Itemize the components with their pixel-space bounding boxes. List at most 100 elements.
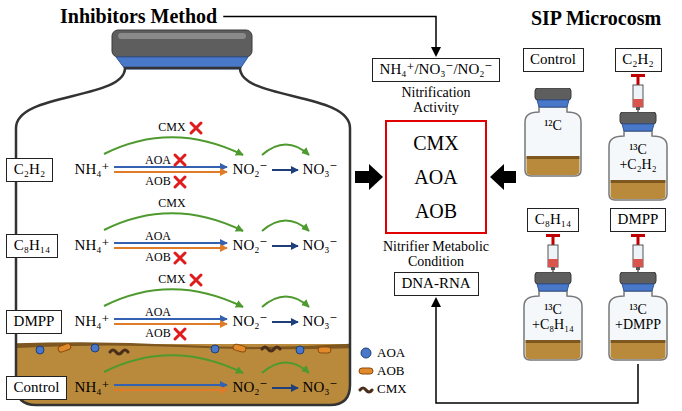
vial-soil-surface — [526, 340, 581, 343]
vial-soil-surface — [527, 156, 580, 159]
aoa-icon — [361, 348, 371, 358]
legend-text: AOA — [377, 346, 405, 361]
label-box: C₂H₂ — [6, 158, 53, 182]
legend-entry: AOB — [358, 364, 404, 379]
connector — [355, 171, 369, 183]
node-text: C₂H₂ — [622, 51, 653, 68]
cmx-icon — [360, 388, 372, 392]
chemical-formula: NO₃⁻ — [303, 161, 338, 178]
vial-seal — [622, 124, 654, 131]
label-holder: CMX — [158, 273, 185, 287]
label-holder: AOA — [145, 154, 171, 168]
vial-seal — [537, 284, 569, 291]
inhibition-cross — [175, 329, 185, 339]
label-holder: NH₄⁺ — [75, 379, 110, 396]
vial-soil — [526, 340, 581, 359]
syringe — [546, 234, 560, 278]
aob-cell — [232, 344, 246, 353]
vial: ¹³C +C₈H₁₄ — [521, 272, 585, 362]
connector — [223, 17, 436, 48]
jar-lid — [112, 30, 252, 57]
chemical-formula: NO₃⁻ — [303, 313, 338, 330]
aob-cell — [57, 343, 71, 353]
node-text: C₈H₁₄ — [535, 211, 572, 228]
soil — [0, 342, 360, 411]
inhibition-cross — [191, 123, 201, 133]
chemical-formula: NO₂⁻ — [233, 161, 268, 178]
label-holder: SIP Microcosm — [531, 7, 661, 30]
node-text: ¹³C +DMPP — [611, 302, 665, 333]
inhibition-cross — [191, 275, 201, 285]
node-text: Control — [14, 379, 60, 396]
organism-label: CMX — [158, 273, 185, 287]
chemical-formula: NO₂⁻ — [233, 237, 268, 254]
label-holder: CMX — [158, 121, 185, 135]
vial-soil — [527, 156, 580, 175]
jar-wall — [16, 68, 350, 405]
aoa-cell — [36, 346, 44, 354]
vial-glass — [609, 291, 667, 360]
chemical-formula: NH₄⁺ — [75, 161, 110, 178]
chemical-formula: NO₂⁻ — [233, 379, 268, 396]
label-holder: NO₂⁻ — [233, 313, 268, 330]
soil-fill — [0, 344, 360, 411]
label-holder: NH₄⁺ — [75, 237, 110, 254]
label-holder: NO₂⁻ — [233, 237, 268, 254]
nitrification-arrows — [104, 355, 309, 390]
syringe — [631, 234, 645, 278]
label-holder: AOA — [145, 230, 171, 244]
vial-cap — [620, 112, 656, 124]
label-box: C₈H₁₄ — [527, 208, 579, 232]
label-holder: NO₃⁻ — [303, 161, 338, 178]
organism-label: AOA — [145, 230, 171, 244]
node-text: DMPP — [618, 211, 659, 228]
node-text: AOA — [414, 166, 457, 189]
vial: ¹²C — [522, 88, 584, 178]
label-holder: NO₃⁻ — [303, 379, 338, 396]
organism-label: AOB — [145, 251, 170, 265]
node-text: ¹²C — [544, 118, 562, 133]
vial-cap — [620, 272, 656, 284]
label-holder: Nitrifier Metabolic Condition — [375, 239, 497, 270]
label-holder: Nitrification Activity — [386, 85, 486, 116]
cmx-cell — [262, 347, 280, 351]
node-text: NH₄⁺/NO₃⁻/NO₂⁻ — [380, 61, 493, 78]
label-holder: AOB — [145, 251, 170, 265]
node-text: ¹³C +C₈H₁₄ — [526, 302, 580, 333]
label-holder: NO₂⁻ — [233, 161, 268, 178]
block-arrow — [490, 164, 516, 190]
inhibition-cross — [175, 155, 185, 165]
aob-icon — [359, 368, 373, 374]
chemical-formula: NH₄⁺ — [75, 237, 110, 254]
vial-glass — [609, 131, 667, 200]
label-holder: NH₄⁺ — [75, 161, 110, 178]
chemical-formula: NO₃⁻ — [303, 379, 338, 396]
vial-soil — [611, 180, 666, 199]
soil-surface — [0, 342, 360, 349]
legend-icon — [358, 365, 374, 377]
organism-label: AOA — [145, 154, 171, 168]
chemical-formula: NH₄⁺ — [75, 313, 110, 330]
nitrification-arrows — [104, 213, 309, 248]
organism-label: AOB — [145, 327, 170, 341]
vial: ¹³C +C₂H₂ — [606, 112, 670, 202]
node-text: AOB — [415, 200, 457, 223]
label-box: DMPP — [6, 310, 62, 334]
microbes — [36, 343, 331, 354]
legend-entry: AOA — [358, 346, 405, 361]
nitrification-arrows — [104, 289, 309, 324]
nitrification-arrows — [104, 137, 309, 172]
label-holder: NO₂⁻ — [233, 379, 268, 396]
label-holder: AOA — [145, 306, 171, 320]
legend-icon — [358, 383, 374, 395]
label-box: C₂H₂ — [615, 48, 662, 72]
panel-heading: SIP Microcosm — [531, 7, 661, 30]
node-text: DNA-RNA — [401, 275, 470, 292]
legend-text: AOB — [377, 364, 404, 379]
organism-label: AOA — [145, 306, 171, 320]
label-holder: AOB — [145, 175, 170, 189]
vial-soil-surface — [611, 340, 666, 343]
label-holder: CMX — [158, 197, 185, 211]
node-text: DMPP — [14, 313, 55, 330]
inhibition-cross — [175, 253, 185, 263]
